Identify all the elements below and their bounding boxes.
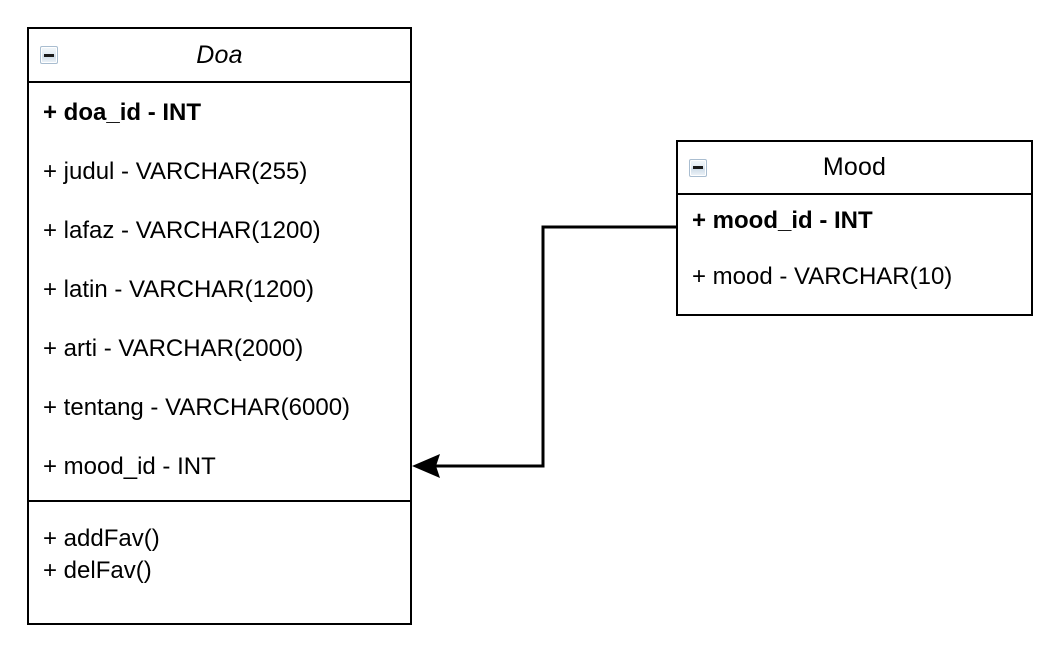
class-box-mood[interactable]: Mood + mood_id - INT + mood - VARCHAR(10… [676,140,1033,316]
connector-path [428,225,676,468]
class-box-doa[interactable]: Doa + doa_id - INT + judul - VARCHAR(255… [27,27,412,625]
class-header-doa: Doa [29,29,410,83]
operation-row: + delFav() [43,556,152,584]
attribute-row: + doa_id - INT [43,99,202,126]
class-header-mood: Mood [678,142,1031,195]
attribute-row: + judul - VARCHAR(255) [43,158,308,185]
class-name-mood: Mood [822,153,887,181]
attribute-row: + mood - VARCHAR(10) [692,263,953,290]
operation-row: + addFav() [43,525,160,552]
attribute-row: + lafaz - VARCHAR(1200) [43,217,321,244]
arrowhead-icon [412,454,440,478]
minus-icon[interactable] [40,46,58,64]
attribute-row: + latin - VARCHAR(1200) [43,276,314,303]
operation-compartment-doa: + addFav() + delFav() [29,500,410,623]
attribute-compartment-mood: + mood_id - INT + mood - VARCHAR(10) [678,195,1031,314]
class-name-doa: Doa [196,40,243,69]
attribute-row: + mood_id - INT [692,207,873,234]
minus-bar [44,53,54,57]
attribute-row: + tentang - VARCHAR(6000) [43,394,351,421]
minus-icon[interactable] [689,158,707,177]
minus-bar [693,166,703,169]
attribute-row: + mood_id - INT [43,453,216,480]
attribute-compartment-doa: + doa_id - INT + judul - VARCHAR(255) + … [29,83,410,500]
attribute-row: + arti - VARCHAR(2000) [43,335,304,362]
